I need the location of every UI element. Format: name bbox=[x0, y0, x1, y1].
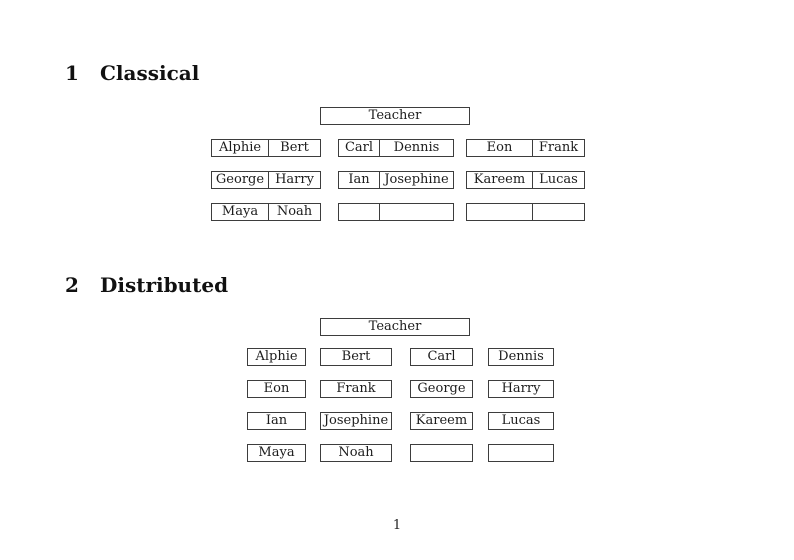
seat-name: Bert bbox=[268, 140, 320, 156]
desk-empty bbox=[466, 203, 585, 221]
page-number: 1 bbox=[392, 518, 402, 533]
seat-box: Maya bbox=[247, 444, 306, 462]
section-number: 2 bbox=[65, 273, 79, 297]
section-title: Distributed bbox=[100, 273, 229, 297]
seat-box-empty bbox=[488, 444, 554, 462]
seat-name: Kareem bbox=[473, 172, 526, 187]
seat-name: George bbox=[215, 172, 265, 187]
desk: Alphie Bert bbox=[211, 139, 321, 157]
desk: Carl Dennis bbox=[338, 139, 454, 157]
seat-box: Harry bbox=[488, 380, 554, 398]
seat-name: Harry bbox=[268, 172, 320, 188]
section-title: Classical bbox=[100, 61, 200, 85]
teacher-box: Teacher bbox=[320, 318, 470, 336]
section-number: 1 bbox=[65, 61, 79, 85]
teacher-box: Teacher bbox=[320, 107, 470, 125]
seat-box: Frank bbox=[320, 380, 392, 398]
seat-name: Lucas bbox=[532, 172, 584, 188]
seat-name: Dennis bbox=[379, 140, 453, 156]
seat-empty bbox=[532, 204, 584, 220]
desk: Maya Noah bbox=[211, 203, 321, 221]
seat-empty bbox=[379, 204, 453, 220]
section-heading-distributed: 2 Distributed bbox=[65, 274, 228, 297]
desk-empty bbox=[338, 203, 454, 221]
seat-box: Eon bbox=[247, 380, 306, 398]
seat-box: George bbox=[410, 380, 473, 398]
desk: Eon Frank bbox=[466, 139, 585, 157]
seat-name: Carl bbox=[344, 140, 374, 155]
seat-box: Ian bbox=[247, 412, 306, 430]
seat-box: Noah bbox=[320, 444, 392, 462]
seat-name: Ian bbox=[348, 172, 370, 187]
seat-box: Dennis bbox=[488, 348, 554, 366]
seat-box: Bert bbox=[320, 348, 392, 366]
seat-name: Frank bbox=[532, 140, 584, 156]
seat-box: Kareem bbox=[410, 412, 473, 430]
seat-box: Alphie bbox=[247, 348, 306, 366]
section-heading-classical: 1 Classical bbox=[65, 62, 199, 85]
desk: George Harry bbox=[211, 171, 321, 189]
seat-box: Josephine bbox=[320, 412, 392, 430]
seat-name: Maya bbox=[221, 204, 259, 219]
desk: Ian Josephine bbox=[338, 171, 454, 189]
seat-box-empty bbox=[410, 444, 473, 462]
seat-empty bbox=[467, 204, 532, 220]
seat-box: Carl bbox=[410, 348, 473, 366]
seat-name: Alphie bbox=[218, 140, 262, 155]
seat-name: Josephine bbox=[379, 172, 453, 188]
seat-name: Noah bbox=[268, 204, 320, 220]
seat-empty bbox=[339, 204, 379, 220]
seat-name: Eon bbox=[486, 140, 513, 155]
desk: Kareem Lucas bbox=[466, 171, 585, 189]
seat-box: Lucas bbox=[488, 412, 554, 430]
